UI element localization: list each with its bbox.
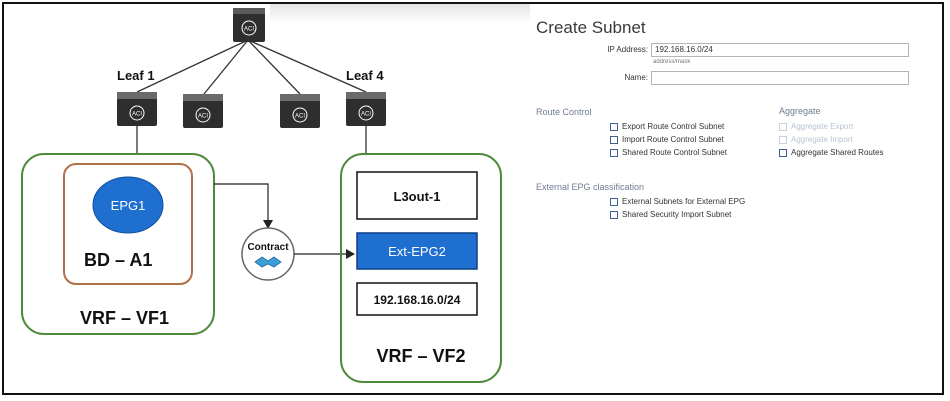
checkbox-box[interactable] bbox=[779, 122, 787, 131]
aggregate-import-checkbox[interactable]: Aggregate Import bbox=[779, 135, 853, 144]
checkbox-box[interactable] bbox=[610, 197, 618, 206]
svg-text:ACI: ACI bbox=[132, 112, 142, 118]
link-spine-leaf3 bbox=[247, 39, 301, 95]
arrowhead-extepg bbox=[346, 249, 355, 259]
leaf1-label: Leaf 1 bbox=[117, 68, 155, 83]
form-title: Create Subnet bbox=[536, 18, 646, 37]
bd-label: BD – A1 bbox=[84, 250, 152, 270]
checkbox-box[interactable] bbox=[610, 148, 618, 157]
bd-a1-container bbox=[63, 163, 193, 285]
vrf2-container bbox=[340, 153, 502, 383]
svg-text:ACI: ACI bbox=[295, 114, 305, 120]
l3out-label: L3out-1 bbox=[394, 189, 441, 204]
ip-address-label: IP Address: bbox=[607, 45, 648, 54]
leaf1-switch-icon: ACI bbox=[117, 92, 157, 126]
leaf4-label: Leaf 4 bbox=[346, 68, 384, 83]
vrf1-container bbox=[21, 153, 215, 335]
svg-text:ACI: ACI bbox=[244, 27, 254, 33]
name-label: Name: bbox=[624, 73, 648, 82]
name-field[interactable] bbox=[651, 71, 909, 85]
checkbox-box[interactable] bbox=[610, 122, 618, 131]
checkbox-box[interactable] bbox=[779, 135, 787, 144]
import-route-control-checkbox[interactable]: Import Route Control Subnet bbox=[610, 135, 724, 144]
aci-topology-diagram: ACI ACI ACI ACI ACI Leaf 1 Leaf 4 EPG1 B… bbox=[21, 8, 502, 383]
subnet-box bbox=[356, 282, 478, 316]
vrf2-label: VRF – VF2 bbox=[376, 346, 465, 366]
link-spine-leaf4 bbox=[247, 39, 367, 93]
leaf4-switch-icon: ACI bbox=[346, 92, 386, 126]
vrf1-label: VRF – VF1 bbox=[80, 308, 169, 328]
create-subnet-panel: Create Subnet IP Address: 192.168.16.0/2… bbox=[520, 0, 940, 395]
ext-epg2-box bbox=[356, 232, 478, 270]
connector-vrf1-contract bbox=[214, 183, 269, 222]
spine-switch-icon: ACI bbox=[233, 8, 265, 42]
epg1-label: EPG1 bbox=[111, 198, 146, 213]
leaf3-switch-icon: ACI bbox=[280, 94, 320, 128]
contract-label: Contract bbox=[247, 242, 289, 253]
ext-epg2-label: Ext-EPG2 bbox=[388, 244, 446, 259]
shared-route-control-checkbox[interactable]: Shared Route Control Subnet bbox=[610, 148, 727, 157]
svg-text:ACI: ACI bbox=[198, 114, 208, 120]
export-route-control-checkbox[interactable]: Export Route Control Subnet bbox=[610, 122, 724, 131]
ip-address-field[interactable]: 192.168.16.0/24 bbox=[651, 43, 909, 57]
external-subnets-checkbox[interactable]: External Subnets for External EPG bbox=[610, 197, 745, 206]
aggregate-shared-routes-checkbox[interactable]: Aggregate Shared Routes bbox=[779, 148, 884, 157]
svg-text:ACI: ACI bbox=[361, 112, 371, 118]
subnet-label: 192.168.16.0/24 bbox=[374, 293, 461, 307]
arrowhead-contract bbox=[263, 220, 273, 229]
leaf2-switch-icon: ACI bbox=[183, 94, 223, 128]
l3out-box bbox=[356, 171, 478, 220]
ip-address-hint: address/mask bbox=[653, 59, 691, 65]
shared-security-import-checkbox[interactable]: Shared Security Import Subnet bbox=[610, 210, 731, 219]
checkbox-box[interactable] bbox=[610, 135, 618, 144]
route-control-heading: Route Control bbox=[536, 107, 592, 117]
checkbox-box[interactable] bbox=[610, 210, 618, 219]
link-spine-leaf1 bbox=[136, 39, 249, 93]
epg1-node bbox=[92, 176, 164, 234]
external-epg-heading: External EPG classification bbox=[536, 182, 645, 192]
aggregate-export-checkbox[interactable]: Aggregate Export bbox=[779, 122, 853, 131]
handshake-icon bbox=[254, 256, 282, 268]
checkbox-box[interactable] bbox=[779, 148, 787, 157]
photo-glare bbox=[270, 4, 530, 24]
contract-node bbox=[241, 227, 295, 281]
aggregate-heading: Aggregate bbox=[779, 106, 821, 116]
link-spine-leaf2 bbox=[203, 39, 249, 95]
